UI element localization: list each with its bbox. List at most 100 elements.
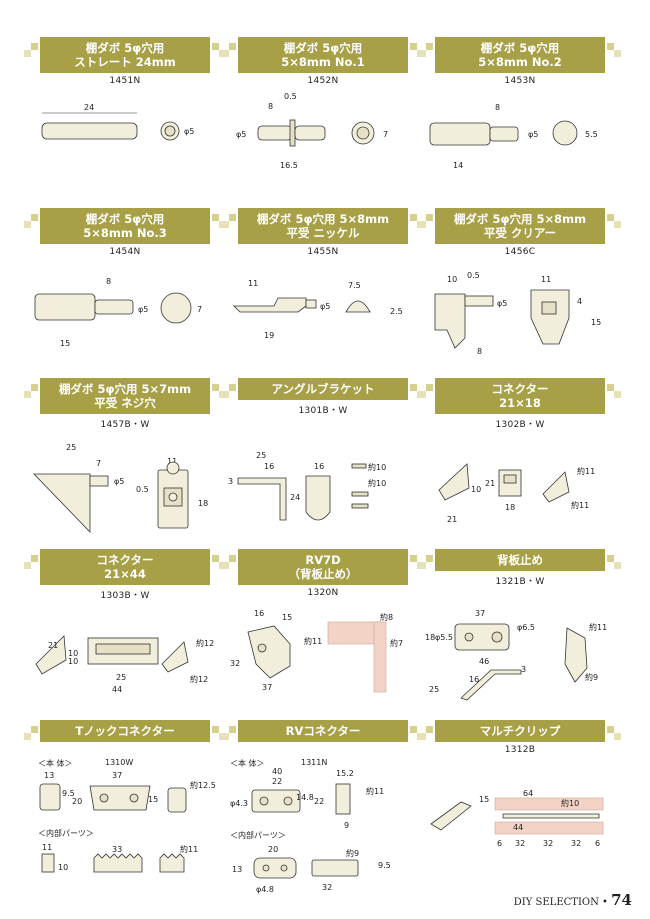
svg-text:約7: 約7 (390, 638, 403, 648)
svg-text:7.5: 7.5 (348, 281, 361, 290)
product-title-banner: コネクター 21×44 (24, 549, 226, 585)
section-label-sub: ＜内部パーツ＞ (230, 831, 286, 840)
svg-text:φ5: φ5 (184, 127, 194, 136)
product-code: 1301B・W (298, 406, 348, 416)
svg-text:46: 46 (479, 657, 489, 666)
dowel-no3-drawing: 8 φ5 15 7 (34, 277, 202, 348)
svg-text:13: 13 (44, 771, 54, 780)
svg-text:44: 44 (112, 685, 122, 694)
svg-text:約11: 約11 (577, 466, 595, 476)
svg-text:約10: 約10 (368, 478, 386, 488)
svg-text:10: 10 (471, 485, 481, 494)
product-title-banner: RV7D （背板止め） (222, 549, 424, 585)
svg-text:11: 11 (42, 843, 52, 852)
svg-text:φ5: φ5 (138, 305, 148, 314)
svg-text:18: 18 (198, 499, 208, 508)
product-cell-1453N: 棚ダボ 5φ穴用 5×8mm No.2 1453N (419, 37, 621, 86)
product-title-banner: Tノックコネクター (24, 720, 226, 742)
product-title-banner: 棚ダボ 5φ穴用 ストレート 24mm (24, 37, 226, 73)
svg-text:9.5: 9.5 (62, 789, 75, 798)
section-label-main: ＜本 体＞ (230, 759, 265, 768)
product-code: 1312B (504, 745, 536, 755)
svg-text:15: 15 (591, 318, 601, 327)
svg-text:22: 22 (272, 777, 282, 786)
svg-text:21: 21 (485, 479, 495, 488)
svg-text:φ4.3: φ4.3 (230, 799, 248, 808)
product-title-banner: 棚ダボ 5φ穴用 5×8mm No.1 (222, 37, 424, 73)
section-label-sub: ＜内部パーツ＞ (38, 829, 94, 838)
section-label-main: ＜本 体＞ (38, 759, 73, 768)
angle-bracket-drawing: 25 16 3 24 16 約10 約10 (228, 451, 386, 521)
product-code: 1454N (109, 247, 141, 257)
svg-text:14.8: 14.8 (296, 793, 314, 802)
svg-text:約9: 約9 (346, 848, 359, 858)
svg-text:約11: 約11 (589, 622, 607, 632)
svg-text:7: 7 (96, 459, 101, 468)
svg-text:14: 14 (453, 161, 463, 170)
product-title-banner: RVコネクター (222, 720, 424, 742)
back-panel-stop-drawing: 37 18 φ5.5 φ6.5 46 3 16 25 約11 約9 (425, 609, 607, 701)
product-code: 1311N (301, 758, 328, 767)
svg-text:20: 20 (72, 797, 82, 806)
product-title-banner: 背板止め (419, 549, 621, 571)
footer-label: DIY SELECTION (513, 897, 599, 908)
svg-text:15: 15 (148, 795, 158, 804)
svg-text:20: 20 (268, 845, 278, 854)
product-title-banner: 棚ダボ 5φ穴用 5×7mm 平受 ネジ穴 (24, 378, 226, 414)
svg-text:44: 44 (513, 823, 523, 832)
svg-text:約11: 約11 (304, 636, 322, 646)
svg-text:約10: 約10 (561, 798, 579, 808)
svg-text:8: 8 (477, 347, 482, 356)
product-code: 1451N (109, 76, 141, 86)
svg-text:24: 24 (84, 103, 94, 112)
svg-text:25: 25 (256, 451, 266, 460)
svg-text:φ6.5: φ6.5 (517, 623, 535, 632)
svg-text:11: 11 (541, 275, 551, 284)
svg-text:約11: 約11 (366, 786, 384, 796)
svg-text:32: 32 (543, 839, 553, 848)
product-code: 1321B・W (495, 577, 545, 587)
product-code: 1310W (105, 758, 134, 767)
product-cell-1457BW: 棚ダボ 5φ穴用 5×7mm 平受 ネジ穴 1457B・W (24, 378, 226, 430)
rv-connector-parts-drawing: 20 13 φ4.8 32 約9 9.5 (232, 845, 391, 894)
product-title-banner: 棚ダボ 5φ穴用 5×8mm No.3 (24, 208, 226, 244)
product-code: 1455N (307, 247, 339, 257)
svg-text:25: 25 (116, 673, 126, 682)
svg-text:φ5: φ5 (236, 130, 246, 139)
product-title-banner: 棚ダボ 5φ穴用 5×8mm 平受 ニッケル (222, 208, 424, 244)
svg-text:約11: 約11 (180, 844, 198, 854)
product-title-banner: 棚ダボ 5φ穴用 5×8mm 平受 クリアー (419, 208, 621, 244)
product-cell-1302BW: コネクター 21×18 1302B・W (419, 378, 621, 430)
connector-21x18-drawing: 10 21 21 18 約11 約11 (438, 463, 595, 524)
svg-text:φ5: φ5 (320, 302, 330, 311)
product-cell-1455N: 棚ダボ 5φ穴用 5×8mm 平受 ニッケル 1455N (222, 208, 424, 257)
product-cell-1452N: 棚ダボ 5φ穴用 5×8mm No.1 1452N (222, 37, 424, 86)
svg-text:0.5: 0.5 (467, 271, 480, 280)
svg-text:32: 32 (322, 883, 332, 892)
product-code: 1453N (504, 76, 536, 86)
svg-text:21: 21 (48, 641, 58, 650)
svg-text:10: 10 (68, 657, 78, 666)
svg-text:3: 3 (228, 477, 233, 486)
svg-text:φ5: φ5 (528, 130, 538, 139)
svg-text:32: 32 (515, 839, 525, 848)
svg-text:8: 8 (106, 277, 111, 286)
svg-text:2.5: 2.5 (390, 307, 403, 316)
svg-text:33: 33 (112, 845, 122, 854)
svg-text:37: 37 (475, 609, 485, 618)
svg-text:16: 16 (254, 609, 264, 618)
dowel-straight-drawing: 24 φ5 (41, 103, 194, 141)
flat-support-nickel-drawing: 11 φ5 19 7.5 2.5 (233, 279, 403, 340)
svg-text:13: 13 (232, 865, 242, 874)
svg-text:6: 6 (595, 839, 600, 848)
svg-text:22: 22 (314, 797, 324, 806)
product-cell-1303BW: コネクター 21×44 1303B・W (24, 549, 226, 601)
product-cell-1310W: Tノックコネクター (24, 720, 226, 742)
svg-text:7: 7 (383, 130, 388, 139)
product-cell-1456C: 棚ダボ 5φ穴用 5×8mm 平受 クリアー 1456C (419, 208, 621, 257)
svg-text:4: 4 (577, 297, 582, 306)
svg-text:8: 8 (495, 103, 500, 112)
product-code: 1302B・W (495, 420, 545, 430)
svg-text:6: 6 (497, 839, 502, 848)
dowel-no2-drawing: 8 φ5 14 5.5 (429, 103, 598, 170)
